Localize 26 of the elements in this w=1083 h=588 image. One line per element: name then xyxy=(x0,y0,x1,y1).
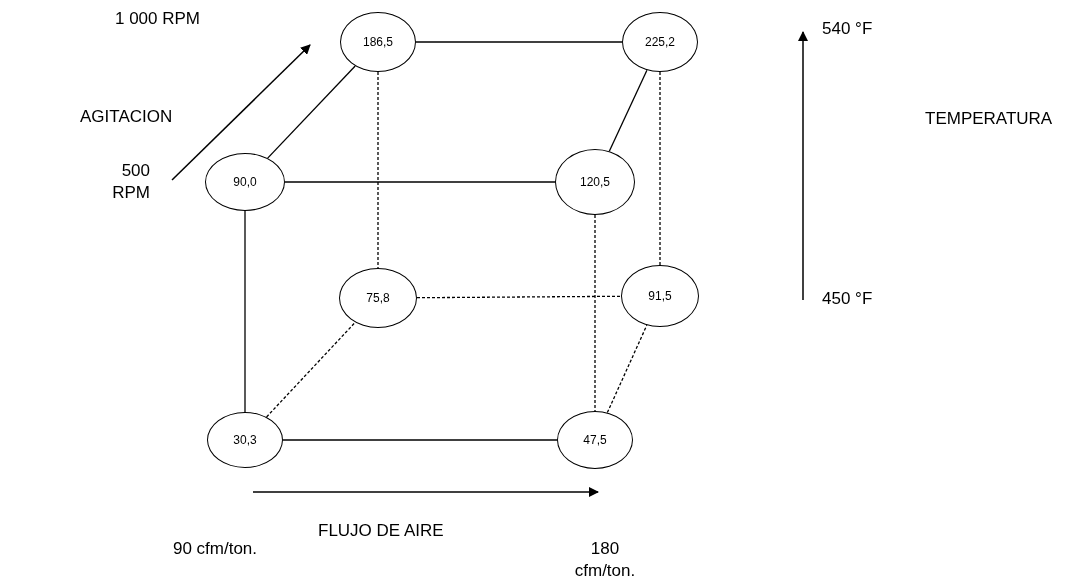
value-ellipse: 47,5 xyxy=(557,411,633,469)
axis-label: 500 RPM xyxy=(111,160,150,204)
connector-line xyxy=(415,41,623,43)
value-ellipse: 225,2 xyxy=(622,12,698,72)
axis-label: 450 °F xyxy=(822,288,874,310)
connector-line xyxy=(244,210,246,413)
value-ellipse: 91,5 xyxy=(621,265,699,327)
connector-line xyxy=(659,71,661,266)
value-ellipse: 120,5 xyxy=(555,149,635,215)
axis-label: 180 cfm/ton. xyxy=(573,538,637,582)
connector-line xyxy=(416,295,622,299)
value-ellipse: 186,5 xyxy=(340,12,416,72)
connector-line xyxy=(284,181,556,183)
axis-label: TEMPERATURA xyxy=(925,108,1054,130)
axis-label: AGITACION xyxy=(80,106,174,128)
connector-line xyxy=(282,439,558,441)
connector-line xyxy=(265,321,356,418)
axis-label: FLUJO DE AIRE xyxy=(318,520,445,542)
connector-line xyxy=(267,65,356,159)
connector-line xyxy=(608,69,648,152)
value-ellipse: 30,3 xyxy=(207,412,283,468)
value-ellipse: 75,8 xyxy=(339,268,417,328)
value-ellipse: 90,0 xyxy=(205,153,285,211)
axis-label: 90 cfm/ton. xyxy=(171,538,259,560)
axis-label: 540 °F xyxy=(822,18,874,40)
axis-label: 1 000 RPM xyxy=(113,8,200,30)
